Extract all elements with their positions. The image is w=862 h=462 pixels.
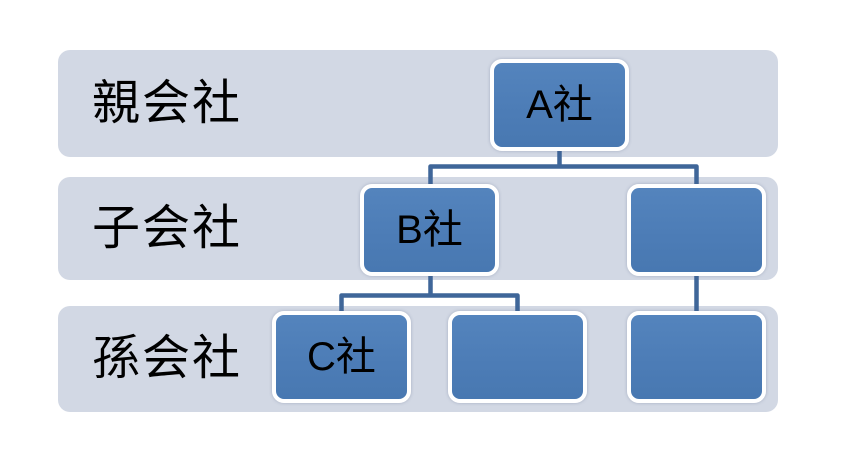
node-company-b-label: B社 xyxy=(396,208,463,252)
node-company-c-label: C社 xyxy=(307,335,376,379)
node-grandchild-2-empty xyxy=(448,311,587,403)
row-band-parent: 親会社 xyxy=(58,50,778,157)
row-label-parent: 親会社 xyxy=(92,76,243,130)
node-company-c: C社 xyxy=(272,311,411,403)
node-subsidiary-2-empty xyxy=(627,184,766,276)
node-company-b: B社 xyxy=(360,184,499,276)
node-grandchild-3-empty xyxy=(627,311,766,403)
row-label-grand: 孫会社 xyxy=(92,332,243,385)
node-company-a: A社 xyxy=(490,59,629,151)
row-label-child: 子会社 xyxy=(92,201,243,255)
node-company-a-label: A社 xyxy=(526,83,593,127)
